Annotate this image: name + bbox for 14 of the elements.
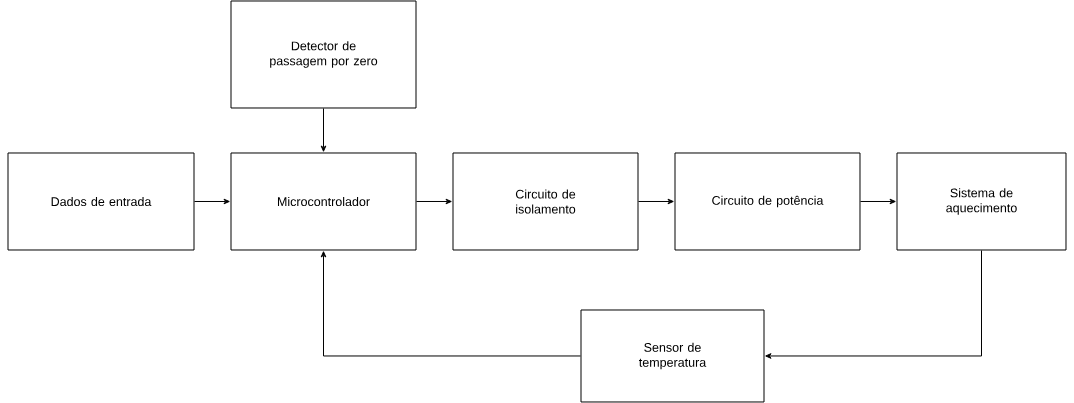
process-box: Circuito de isolamento bbox=[452, 152, 639, 251]
process-box: Dados de entrada bbox=[7, 152, 195, 251]
process-box: Microcontrolador bbox=[230, 152, 417, 251]
process-box: Sensor de temperatura bbox=[580, 309, 765, 403]
arrow bbox=[638, 198, 674, 205]
arrow bbox=[320, 251, 581, 357]
arrow bbox=[194, 198, 230, 205]
process-box: Sistema de aquecimento bbox=[896, 152, 1067, 251]
arrow bbox=[860, 198, 896, 205]
process-box: Detector de passagem por zero bbox=[230, 0, 417, 109]
process-box: Circuito de potência bbox=[674, 152, 861, 251]
arrow bbox=[320, 108, 327, 152]
arrow bbox=[416, 198, 452, 205]
arrow bbox=[765, 250, 982, 359]
